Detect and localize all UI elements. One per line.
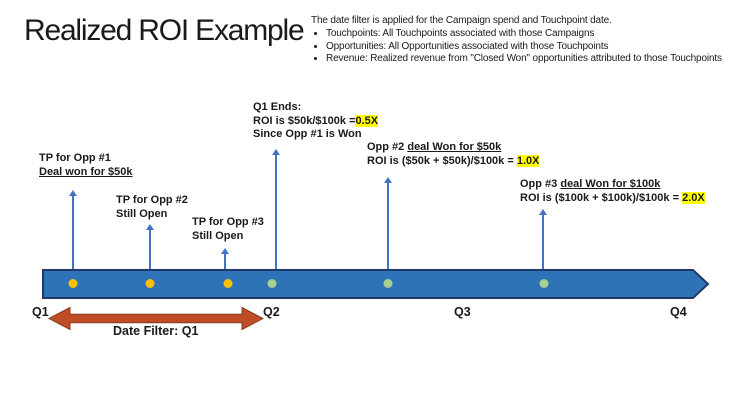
quarter-label-q3: Q3: [454, 305, 471, 319]
callout-arrow-icon: [220, 248, 230, 270]
annotation-line: ROI is ($50k + $50k)/$100k = 1.0X: [367, 154, 540, 169]
annotation-opp3-won: Opp #3 deal Won for $100k ROI is ($100k …: [520, 178, 705, 205]
event-dot-opp2-won: [383, 279, 393, 288]
annotation-line: Deal won for $50k: [39, 165, 133, 178]
annotation-q1-ends: Q1 Ends: ROI is $50k/$100k =0.5X Since O…: [253, 101, 379, 142]
quarter-label-q4: Q4: [670, 305, 687, 319]
annotation-tp-opp2: TP for Opp #2 Still Open: [116, 194, 188, 221]
arrow-shaft: [149, 230, 151, 270]
date-filter-range-arrow: [48, 306, 264, 331]
callout-arrow-icon: [383, 177, 393, 270]
info-bullet-touchpoints: Touchpoints: All Touchpoints associated …: [326, 28, 722, 40]
callout-arrow-icon: [68, 190, 78, 270]
opp-label: Opp #3: [520, 178, 561, 190]
annotation-tp-opp1: TP for Opp #1 Deal won for $50k: [39, 152, 133, 179]
callout-arrow-icon: [271, 149, 281, 270]
annotation-line: ROI is $50k/$100k =0.5X: [253, 114, 379, 129]
info-block: The date filter is applied for the Campa…: [311, 15, 722, 66]
arrow-head-icon: [146, 224, 154, 230]
event-dot-q1-end: [267, 279, 277, 288]
touchpoint-dot-opp2: [145, 279, 155, 288]
info-bullet-opportunities: Opportunities: All Opportunities associa…: [326, 41, 722, 53]
annotation-tp-opp3: TP for Opp #3 Still Open: [192, 216, 264, 243]
event-dot-opp3-won: [539, 279, 549, 288]
quarter-label-q2: Q2: [263, 305, 280, 319]
annotation-line: TP for Opp #3: [192, 216, 264, 228]
double-arrow-shape: [48, 306, 264, 331]
roi-value-highlight: 0.5X: [355, 114, 379, 127]
date-filter-label: Date Filter: Q1: [113, 324, 199, 338]
callout-arrow-icon: [538, 209, 548, 270]
annotation-line: Still Open: [116, 207, 168, 220]
roi-formula: ROI is $50k/$100k =: [253, 114, 356, 127]
page-title: Realized ROI Example: [24, 14, 305, 47]
arrow-shaft: [72, 196, 74, 270]
roi-formula: ROI is ($100k + $100k)/$100k =: [520, 191, 683, 204]
arrow-head-icon: [221, 248, 229, 254]
annotation-line: Opp #3 deal Won for $100k: [520, 178, 705, 192]
callout-arrow-icon: [145, 224, 155, 270]
annotation-line: ROI is ($100k + $100k)/$100k = 2.0X: [520, 191, 705, 206]
arrow-head-icon: [69, 190, 77, 196]
arrow-head-icon: [539, 209, 547, 215]
annotation-line: Opp #2 deal Won for $50k: [367, 141, 539, 155]
touchpoint-dot-opp3: [223, 279, 233, 288]
timeline-bar: [42, 269, 710, 299]
touchpoint-dot-opp1: [68, 279, 78, 288]
annotation-line: TP for Opp #1: [39, 152, 111, 164]
opp-label: Opp #2: [367, 141, 408, 153]
info-bullet-revenue: Revenue: Realized revenue from "Closed W…: [326, 53, 722, 65]
annotation-line: Still Open: [192, 229, 244, 242]
annotation-line: Q1 Ends:: [253, 101, 302, 113]
annotation-line: TP for Opp #2: [116, 194, 188, 206]
arrow-head-icon: [384, 177, 392, 183]
deal-won-underline: deal Won for $100k: [560, 178, 661, 190]
arrow-shaft: [542, 215, 544, 270]
quarter-label-q1: Q1: [32, 305, 49, 319]
arrow-shaft: [275, 155, 277, 270]
info-bullet-list: Touchpoints: All Touchpoints associated …: [311, 28, 722, 65]
annotation-opp2-won: Opp #2 deal Won for $50k ROI is ($50k + …: [367, 141, 540, 169]
arrow-shaft: [224, 254, 226, 270]
arrow-head-icon: [272, 149, 280, 155]
deal-won-underline: deal Won for $50k: [407, 141, 502, 153]
roi-value-highlight: 1.0X: [516, 154, 540, 167]
arrow-shaft: [387, 183, 389, 270]
timeline-arrow-shape: [42, 269, 710, 299]
annotation-line: Since Opp #1 is Won: [253, 128, 362, 140]
roi-formula: ROI is ($50k + $50k)/$100k =: [367, 154, 517, 167]
roi-value-highlight: 2.0X: [682, 191, 705, 204]
info-intro: The date filter is applied for the Campa…: [311, 15, 612, 26]
